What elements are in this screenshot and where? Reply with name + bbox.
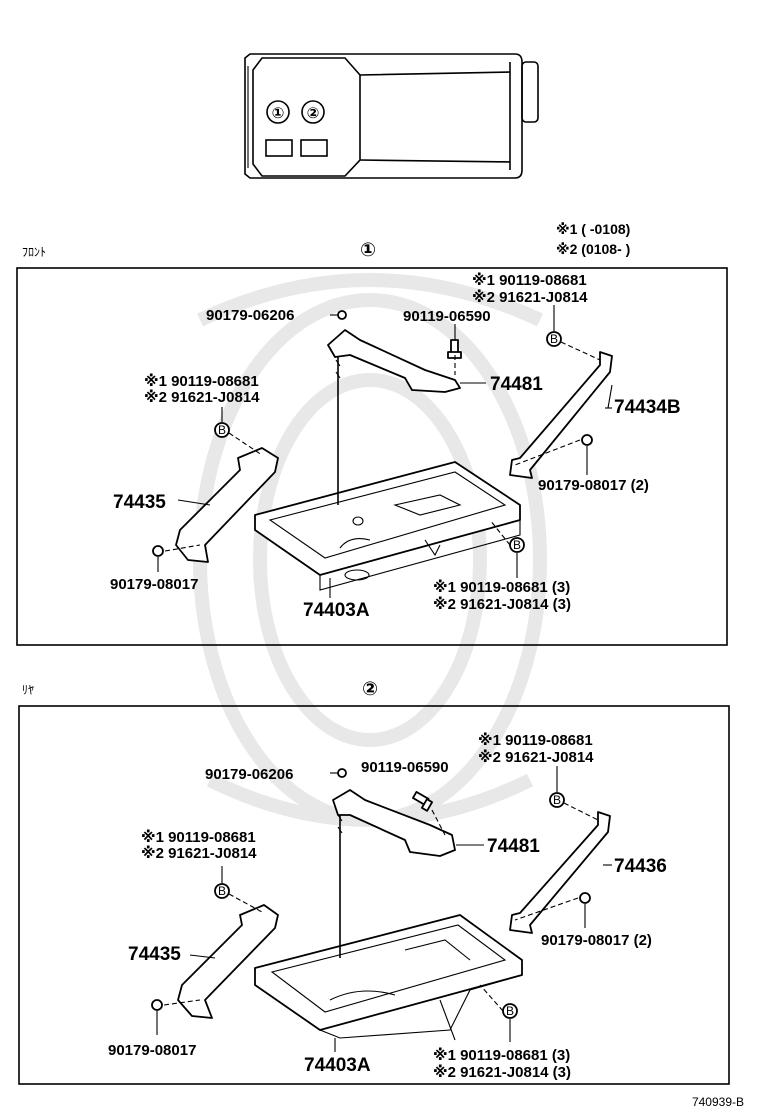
ref-b-left-rear: B bbox=[214, 883, 230, 899]
clamp-rear bbox=[332, 789, 456, 857]
right-nut-rear bbox=[579, 892, 591, 904]
label-left-note2-rear: ※2 91621-J0814 bbox=[141, 844, 257, 862]
header-note-2: ※2 (0108- ) bbox=[556, 241, 630, 257]
right-bracket-rear bbox=[509, 811, 611, 934]
right-nut-front bbox=[581, 434, 593, 446]
side-label-front: ﾌﾛﾝﾄ bbox=[22, 245, 46, 259]
top-nut-rear bbox=[337, 768, 347, 778]
svg-text:B: B bbox=[506, 1004, 514, 1018]
label-bolt-top-rear: 90119-06590 bbox=[361, 759, 449, 776]
label-left-nut-front: 90179-08017 bbox=[110, 576, 198, 593]
left-bracket-rear bbox=[177, 904, 279, 1019]
left-nut-rear bbox=[151, 999, 163, 1011]
section-marker-2: ② bbox=[362, 679, 378, 700]
label-left-nut-rear: 90179-08017 bbox=[108, 1042, 196, 1059]
ref-b-right-top-rear: B bbox=[549, 792, 565, 808]
label-right-note1-rear: ※1 90119-08681 bbox=[478, 731, 593, 749]
ref-b-left-front: B bbox=[214, 422, 230, 438]
section-frame-1 bbox=[16, 267, 728, 646]
section-marker-1: ① bbox=[360, 240, 376, 261]
section-frame-2 bbox=[18, 705, 730, 1085]
battery-tray-rear bbox=[254, 914, 523, 1041]
car-outline: ① ② bbox=[244, 53, 539, 179]
right-bracket-front bbox=[509, 351, 613, 479]
label-right-note1-front: ※1 90119-08681 bbox=[472, 271, 587, 289]
left-bracket-front bbox=[175, 447, 279, 563]
label-clamp-rear: 74481 bbox=[487, 836, 540, 857]
svg-text:B: B bbox=[218, 884, 226, 898]
label-bottom-note2-rear: ※2 91621-J0814 (3) bbox=[433, 1063, 571, 1081]
header-note-1: ※1 ( -0108) bbox=[556, 221, 630, 237]
label-clamp-front: 74481 bbox=[490, 374, 543, 395]
ref-b-bottom-rear: B bbox=[502, 1003, 518, 1019]
label-tray-rear: 74403A bbox=[304, 1055, 371, 1076]
label-right-bracket-front: 74434B bbox=[614, 397, 681, 418]
label-left-bracket-front: 74435 bbox=[113, 492, 166, 513]
battery-tray-front bbox=[254, 461, 521, 591]
car-marker-1: ① bbox=[272, 105, 285, 122]
label-bottom-note1-front: ※1 90119-08681 (3) bbox=[433, 578, 570, 596]
section-rear: ﾘﾔ ② B bbox=[18, 679, 730, 1085]
side-label-rear: ﾘﾔ bbox=[22, 683, 34, 697]
label-left-bracket-rear: 74435 bbox=[128, 944, 181, 965]
top-nut-front bbox=[337, 310, 347, 320]
label-tray-front: 74403A bbox=[303, 600, 370, 621]
diagram-id: 740939-B bbox=[692, 1095, 744, 1109]
label-right-note2-front: ※2 91621-J0814 bbox=[472, 288, 588, 306]
clamp-front bbox=[327, 329, 461, 393]
bolt-rear bbox=[412, 791, 433, 812]
section-front: ﾌﾛﾝﾄ ① bbox=[16, 240, 728, 646]
svg-text:B: B bbox=[550, 332, 558, 346]
label-bottom-note2-front: ※2 91621-J0814 (3) bbox=[433, 595, 571, 613]
label-right-nut-front: 90179-08017 (2) bbox=[538, 477, 649, 494]
car-marker-2: ② bbox=[307, 105, 320, 122]
ref-b-bottom-front: B bbox=[509, 537, 525, 553]
svg-text:B: B bbox=[218, 423, 226, 437]
label-nut-top-front: 90179-06206 bbox=[206, 307, 294, 324]
left-nut-front bbox=[152, 545, 164, 557]
label-right-bracket-rear: 74436 bbox=[614, 856, 667, 877]
label-bolt-top-front: 90119-06590 bbox=[403, 308, 491, 325]
svg-text:B: B bbox=[513, 538, 521, 552]
label-right-note2-rear: ※2 91621-J0814 bbox=[478, 748, 594, 766]
label-nut-top-rear: 90179-06206 bbox=[205, 766, 293, 783]
label-right-nut-rear: 90179-08017 (2) bbox=[541, 932, 652, 949]
svg-text:B: B bbox=[553, 793, 561, 807]
ref-b-right-top-front: B bbox=[546, 331, 562, 347]
label-bottom-note1-rear: ※1 90119-08681 (3) bbox=[433, 1046, 570, 1064]
label-left-note1-rear: ※1 90119-08681 bbox=[141, 828, 256, 846]
label-left-note1-front: ※1 90119-08681 bbox=[144, 372, 259, 390]
label-left-note2-front: ※2 91621-J0814 bbox=[144, 388, 260, 406]
